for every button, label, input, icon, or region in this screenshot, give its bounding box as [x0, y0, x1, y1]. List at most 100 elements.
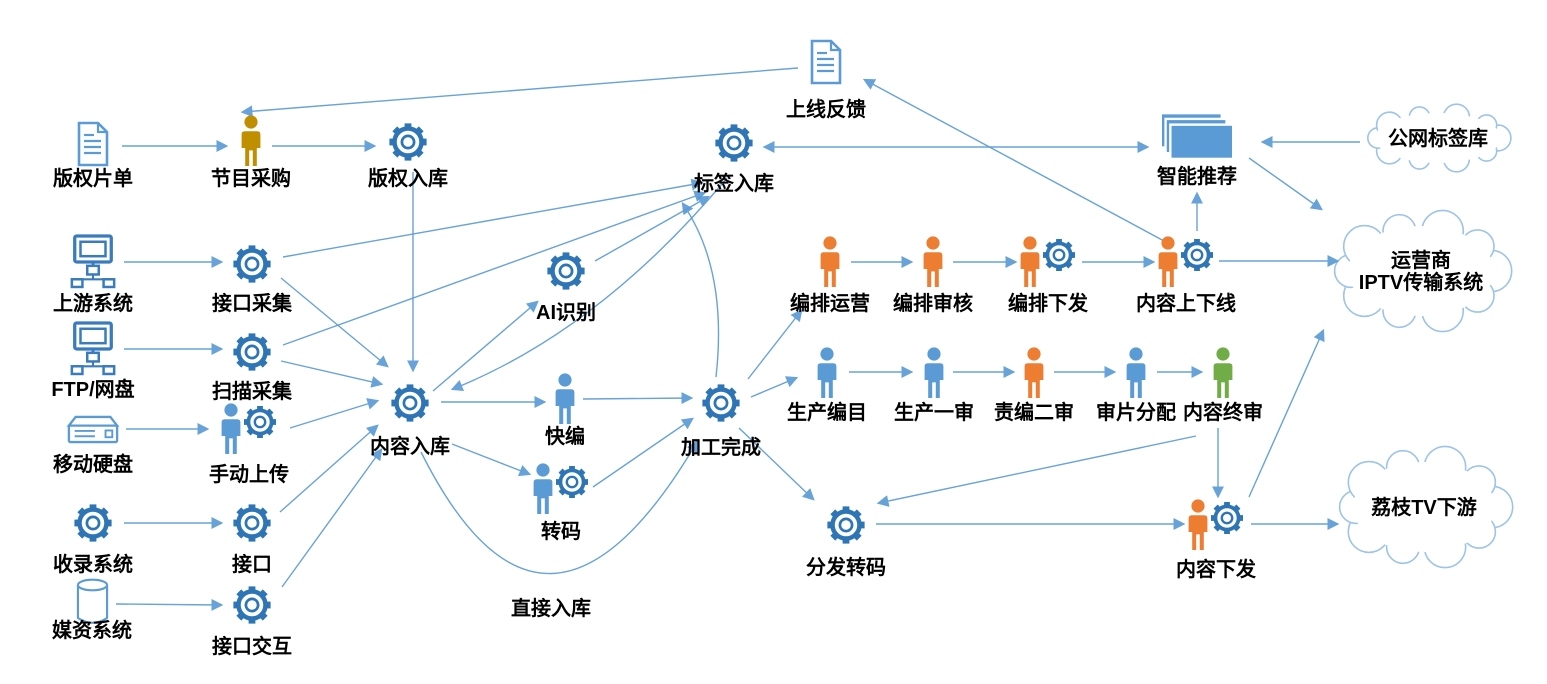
node-review-assign — [1120, 347, 1152, 399]
computer-icon — [70, 321, 116, 376]
persongear-icon — [1020, 236, 1075, 287]
node-production-catalog — [811, 347, 843, 399]
document-icon — [77, 121, 109, 167]
label-tag-ingest: 标签入库 — [694, 173, 774, 195]
label-scan-collect: 扫描采集 — [212, 381, 292, 403]
label-ftp-netdisk: FTP/网盘 — [51, 379, 135, 401]
label-schedule-review: 编排审核 — [893, 293, 973, 315]
node-scan-collect — [226, 326, 278, 378]
label-content-onoffline: 内容上下线 — [1136, 293, 1236, 315]
node-public-tag-library: 公网标签库 — [1349, 89, 1527, 187]
node-tag-ingest — [708, 117, 760, 169]
label-quick-edit: 快编 — [545, 426, 585, 448]
label-content-ingest: 内容入库 — [370, 436, 450, 458]
computer-icon — [70, 234, 116, 289]
label-smart-recommend: 智能推荐 — [1157, 166, 1237, 188]
person-icon — [241, 115, 261, 166]
person-icon — [1126, 347, 1146, 398]
label-program-purchase: 节目采购 — [211, 168, 291, 190]
label-processing-done: 加工完成 — [681, 437, 761, 459]
label-review-assign: 审片分配 — [1096, 402, 1176, 424]
gear-icon — [233, 333, 271, 371]
label-direct-ingest-label: 直接入库 — [511, 598, 591, 620]
gear-icon — [827, 506, 865, 544]
person-icon — [1213, 347, 1233, 398]
node-mobile-hdd — [66, 414, 120, 445]
node-distribution-transcode — [820, 499, 872, 551]
persongear-icon — [1188, 499, 1243, 550]
label-api-collect: 接口采集 — [212, 293, 292, 315]
node-copyright-ingest — [382, 116, 434, 168]
person-icon — [555, 373, 575, 424]
node-ftp-netdisk — [68, 321, 118, 376]
label-ai-recognition: AI识别 — [536, 302, 596, 324]
label-copyright-ingest: 版权入库 — [368, 168, 448, 190]
label-api-interface: 接口 — [232, 554, 272, 576]
person-icon — [817, 347, 837, 398]
persongear-icon — [533, 463, 588, 514]
node-schedule-review — [917, 236, 949, 288]
person-icon — [924, 347, 944, 398]
node-content-onoffline — [1152, 236, 1220, 288]
label-record-system: 收录系统 — [53, 554, 133, 576]
node-schedule-dispatch — [1014, 236, 1082, 288]
person-icon — [923, 236, 943, 287]
cards-icon — [1159, 112, 1235, 161]
node-ai-recognition — [540, 245, 592, 297]
label-editor-review-2: 责编二审 — [994, 402, 1074, 424]
gear-icon — [233, 245, 271, 283]
cloud-label: 荔枝TV下游 — [1371, 495, 1477, 519]
node-online-feedback — [808, 39, 844, 85]
person-icon — [1024, 347, 1044, 398]
person-icon — [820, 236, 840, 287]
cloud-label: 公网标签库 — [1388, 126, 1488, 150]
label-content-final-review: 内容终审 — [1183, 402, 1263, 424]
gear-icon — [391, 384, 429, 422]
node-smart-recommend — [1157, 112, 1237, 161]
drive-icon — [66, 415, 120, 443]
label-production-review-1: 生产一审 — [894, 402, 974, 424]
gear-icon — [547, 252, 585, 290]
label-online-feedback: 上线反馈 — [786, 99, 866, 121]
gear-icon — [389, 123, 427, 161]
label-distribution-transcode: 分发转码 — [806, 557, 886, 579]
node-content-ingest — [384, 377, 436, 429]
node-content-dispatch — [1182, 499, 1250, 551]
cloud-icon: 公网标签库 — [1366, 103, 1512, 173]
label-production-catalog: 生产编目 — [787, 402, 867, 424]
label-upstream-system: 上游系统 — [53, 293, 133, 315]
node-api-collect — [226, 238, 278, 290]
gear-icon — [233, 504, 271, 542]
label-manual-upload: 手动上传 — [209, 464, 289, 486]
label-copyright-list: 版权片单 — [53, 168, 133, 190]
node-upstream-system — [68, 234, 118, 289]
node-content-final-review — [1207, 347, 1239, 399]
label-schedule-operation: 编排运营 — [790, 293, 870, 315]
label-mobile-hdd: 移动硬盘 — [53, 454, 133, 476]
gear-icon — [74, 504, 112, 542]
label-media-asset-system: 媒资系统 — [52, 620, 132, 642]
node-processing-done — [695, 377, 747, 429]
database-icon — [76, 578, 108, 624]
node-quick-edit — [549, 373, 581, 425]
node-api-interact — [226, 579, 278, 631]
node-production-review-1 — [918, 347, 950, 399]
gear-icon — [715, 124, 753, 162]
label-transcode: 转码 — [541, 521, 581, 543]
node-api-interface — [226, 497, 278, 549]
node-lizhi-tv-downstream: 荔枝TV下游 — [1327, 438, 1521, 576]
node-transcode — [527, 463, 595, 515]
cloud-icon: 荔枝TV下游 — [1338, 445, 1514, 569]
document-icon — [810, 39, 842, 85]
node-editor-review-2 — [1018, 347, 1050, 399]
node-program-purchase — [235, 115, 267, 167]
persongear-icon — [1158, 236, 1213, 287]
label-content-dispatch: 内容下发 — [1176, 559, 1256, 581]
gear-icon — [233, 586, 271, 624]
